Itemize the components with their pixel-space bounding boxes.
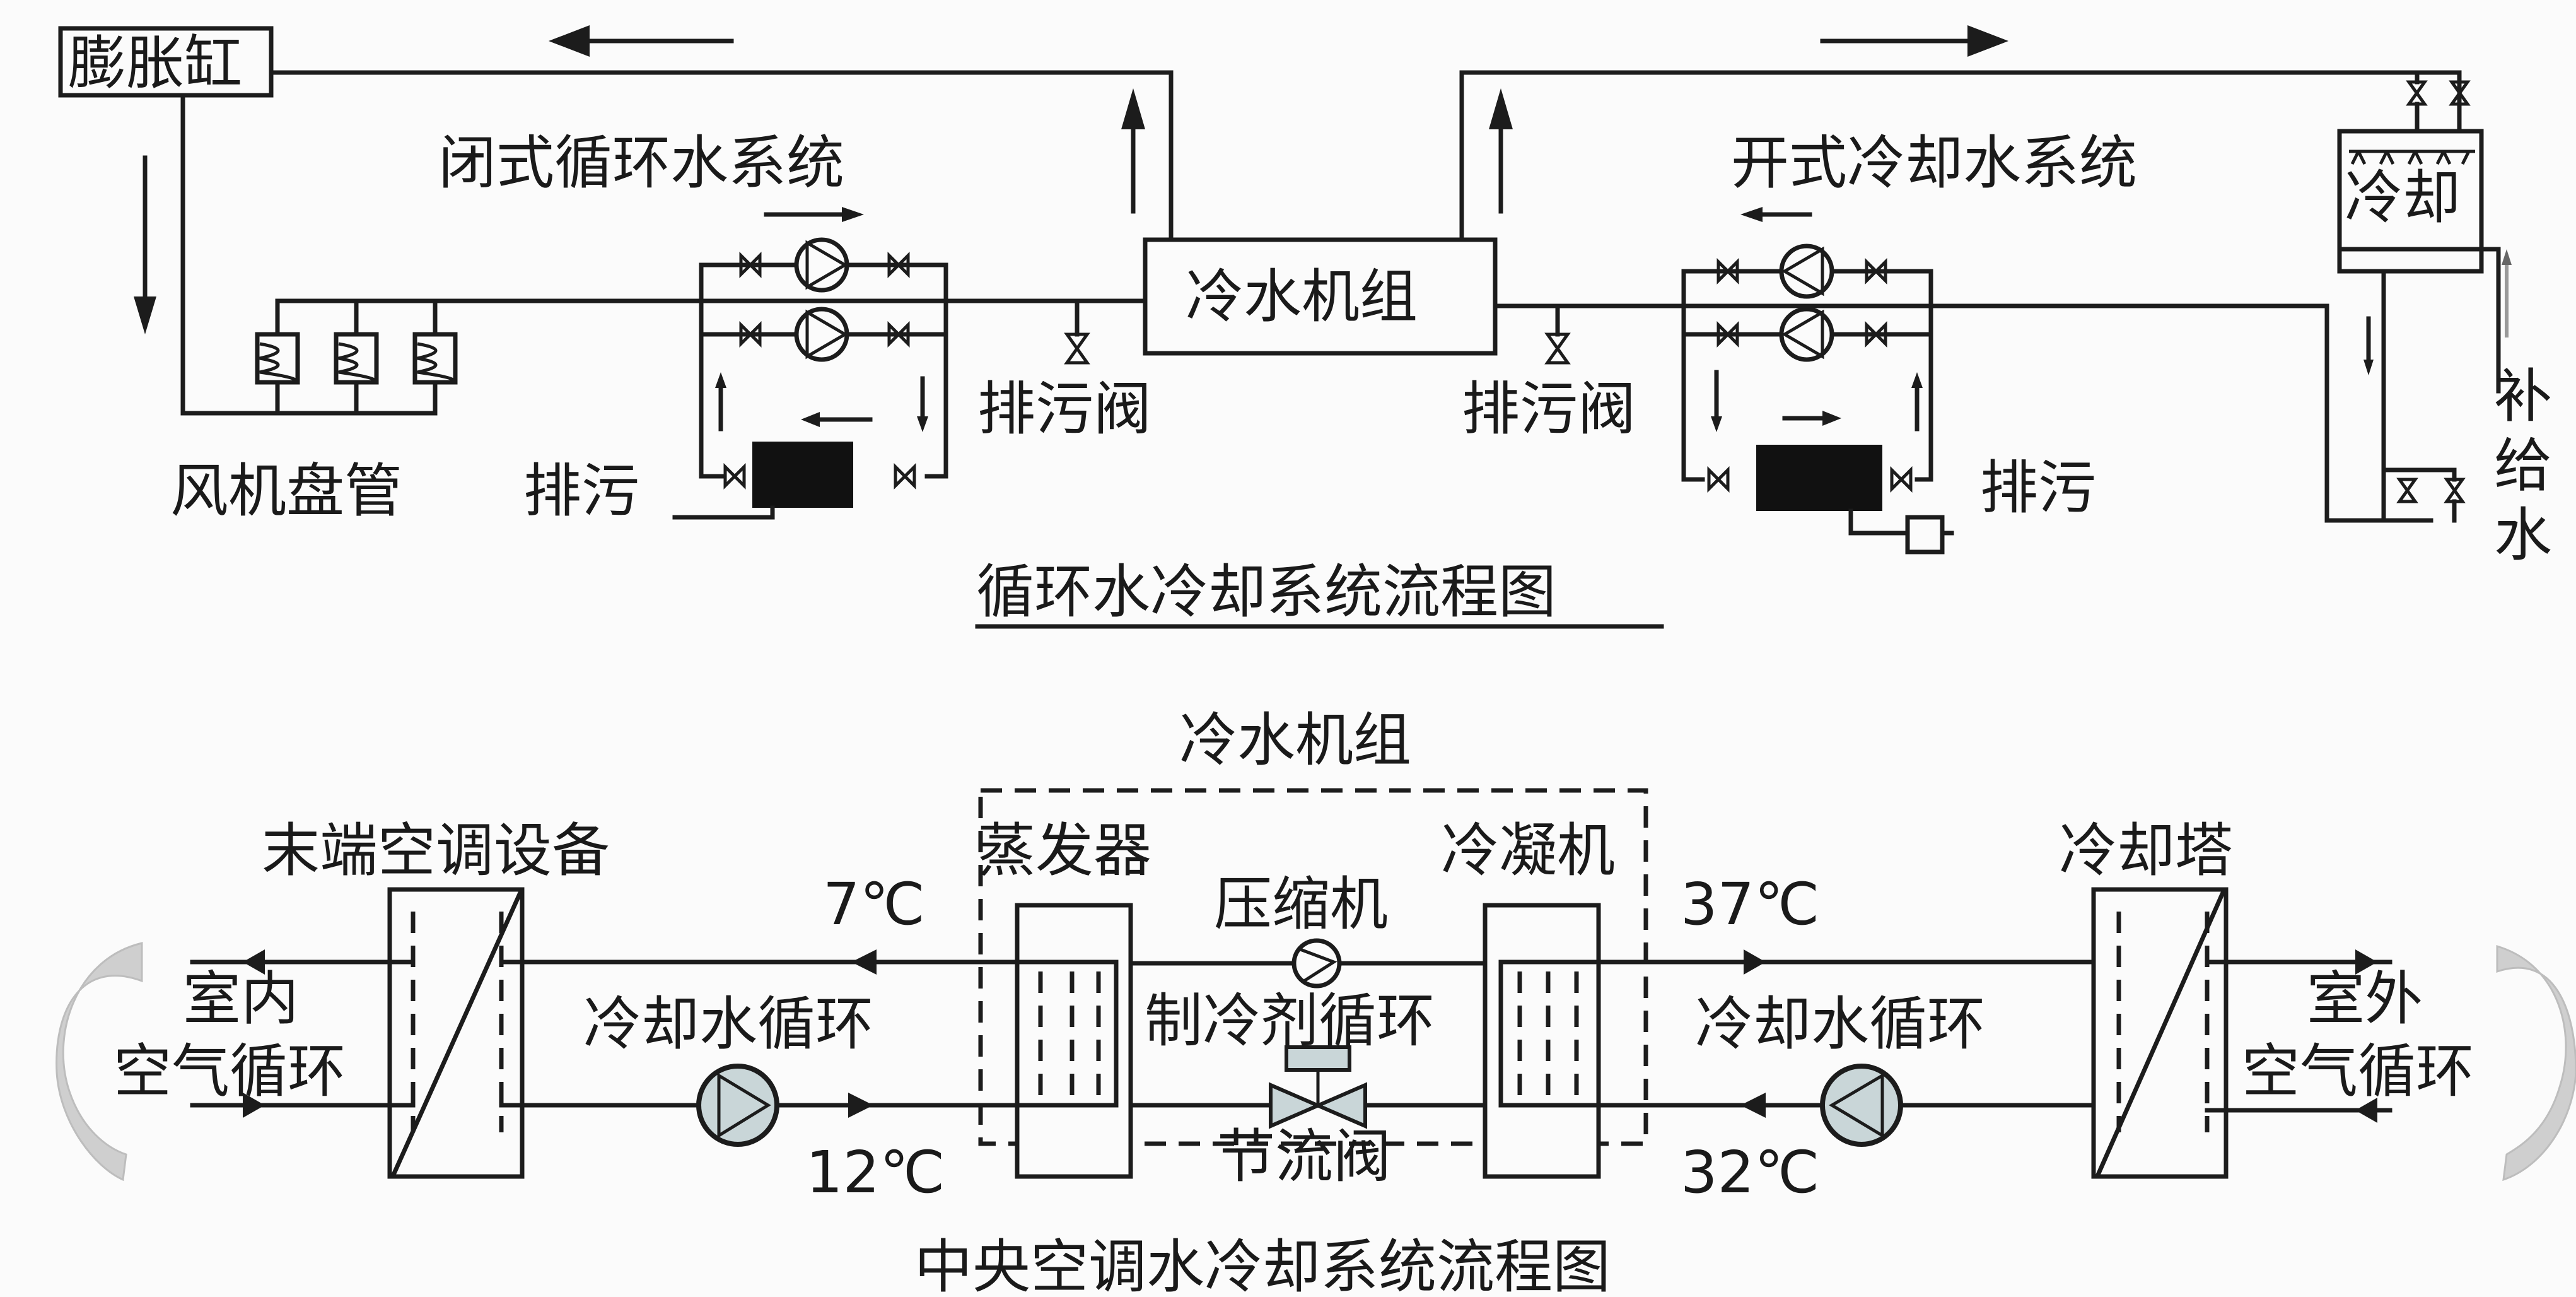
refrigerant-cycle-label: 制冷剂循环 bbox=[1145, 987, 1435, 1055]
cooling-tower-heat-exchanger bbox=[2091, 887, 2229, 1179]
fan-coil-units bbox=[255, 298, 1148, 416]
makeup-water-label-3: 水 bbox=[2494, 502, 2552, 569]
valve-icon bbox=[739, 251, 762, 279]
flow-arrow-down-icon bbox=[134, 155, 156, 334]
evaporator-label: 蒸发器 bbox=[977, 817, 1151, 884]
drain-label-left: 排污 bbox=[523, 457, 639, 525]
valve-icon bbox=[1890, 466, 1913, 493]
condenser-box bbox=[1483, 903, 1601, 1179]
valve-icon bbox=[887, 320, 910, 348]
compressor-icon bbox=[1291, 938, 1342, 989]
terminal-equipment-label: 末端空调设备 bbox=[262, 817, 610, 884]
closed-system-label: 闭式循环水系统 bbox=[438, 129, 844, 197]
indoor-air-curve-icon bbox=[55, 942, 143, 1182]
fan-coil-label: 风机盘管 bbox=[170, 457, 402, 525]
outdoor-air-label-2: 空气循环 bbox=[2242, 1038, 2474, 1105]
valve-icon bbox=[887, 251, 910, 279]
arrow-right-icon bbox=[2355, 949, 2377, 975]
valve-icon bbox=[2444, 478, 2466, 503]
terminal-heat-exchanger bbox=[387, 887, 525, 1179]
temp-return-chilled: 12℃ bbox=[806, 1139, 945, 1206]
open-system-label: 开式冷却水系统 bbox=[1731, 129, 2137, 197]
condenser-label: 冷凝机 bbox=[1441, 817, 1615, 884]
chiller-group-boundary bbox=[978, 788, 1648, 1146]
arrow-right-icon bbox=[848, 1093, 873, 1118]
arrow-left-icon bbox=[2355, 1098, 2377, 1123]
drain-valve-right-icon bbox=[1544, 303, 1571, 365]
valve-icon bbox=[894, 462, 916, 490]
cooling-tower-small-label: 冷却 bbox=[2345, 164, 2461, 232]
valve-icon bbox=[739, 320, 762, 348]
arrow-left-icon bbox=[243, 949, 265, 975]
chiller-group-label: 冷水机组 bbox=[1179, 707, 1411, 774]
cooling-tower-small: 冷却 bbox=[2337, 70, 2512, 523]
indoor-air-label-1: 室内 bbox=[183, 965, 299, 1033]
temp-in-condenser: 32℃ bbox=[1681, 1139, 1819, 1206]
chilled-water-pump-icon bbox=[696, 1064, 779, 1147]
fan-coil-icon bbox=[334, 332, 379, 385]
drain-valve-right-label: 排污阀 bbox=[1462, 375, 1636, 443]
throttle-valve-icon bbox=[1269, 1045, 1367, 1129]
filter-icon bbox=[1756, 445, 1882, 511]
left-pump-group bbox=[672, 207, 948, 520]
filter-icon bbox=[752, 442, 853, 508]
left-water-cycle-label: 冷却水循环 bbox=[583, 990, 873, 1058]
flow-arrow-right-icon bbox=[1820, 25, 2008, 57]
valve-icon bbox=[2406, 80, 2428, 106]
outdoor-air-label-1: 室外 bbox=[2307, 965, 2423, 1033]
expansion-tank-label: 膨胀缸 bbox=[68, 30, 242, 97]
pump-icon bbox=[794, 307, 849, 362]
top-diagram-title: 循环水冷却系统流程图 bbox=[976, 558, 1556, 626]
chiller-box bbox=[1143, 237, 1498, 356]
valve-icon bbox=[1865, 320, 1887, 348]
closed-loop-return-pipe bbox=[269, 70, 1174, 242]
makeup-water-label-1: 补 bbox=[2494, 363, 2552, 430]
fan-coil-icon bbox=[255, 332, 300, 385]
valve-icon bbox=[1716, 320, 1739, 348]
flow-arrow-up-icon bbox=[1489, 88, 1513, 214]
bottom-diagram: 冷水机组 末端空调设备 室内 空气循环 7℃ 12℃ 冷却水循环 蒸发器 bbox=[55, 707, 2576, 1297]
valve-icon bbox=[1716, 257, 1739, 285]
valve-icon bbox=[1865, 257, 1887, 285]
throttle-valve-label: 节流阀 bbox=[1217, 1123, 1391, 1190]
right-pump-group bbox=[1681, 207, 1954, 555]
outdoor-air-curve-icon bbox=[2496, 944, 2576, 1182]
temp-out-condenser: 37℃ bbox=[1681, 871, 1819, 938]
fan-coil-icon bbox=[412, 332, 458, 385]
drain-trap-icon bbox=[1905, 515, 1945, 555]
drain-label-right: 排污 bbox=[1980, 454, 2096, 522]
flow-arrow-left-icon bbox=[549, 25, 734, 57]
drain-valve-left-icon bbox=[1064, 298, 1090, 365]
makeup-water-label-2: 给 bbox=[2494, 432, 2552, 500]
cooling-tower-label: 冷却塔 bbox=[2059, 817, 2233, 884]
drain-valve-left-label: 排污阀 bbox=[977, 375, 1151, 443]
arrow-left-icon bbox=[1740, 1093, 1766, 1118]
bottom-diagram-title: 中央空调水冷却系统流程图 bbox=[914, 1233, 1611, 1297]
flow-arrow-up-icon bbox=[1121, 88, 1145, 214]
valve-icon bbox=[2396, 478, 2418, 503]
valve-icon bbox=[2449, 80, 2471, 106]
evaporator-box bbox=[1015, 903, 1133, 1179]
expansion-tank-box bbox=[58, 26, 274, 98]
temp-supply-chilled: 7℃ bbox=[823, 871, 925, 938]
pump-icon bbox=[1779, 244, 1834, 299]
right-water-cycle-label: 冷却水循环 bbox=[1695, 990, 1985, 1058]
valve-icon bbox=[1707, 466, 1730, 493]
valve-icon bbox=[723, 462, 746, 490]
expansion-tank-pipe bbox=[180, 93, 438, 416]
pump-icon bbox=[1779, 307, 1834, 362]
arrow-right-icon bbox=[243, 1093, 265, 1118]
indoor-air-label-2: 空气循环 bbox=[114, 1038, 346, 1105]
arrow-right-icon bbox=[1744, 949, 1766, 975]
compressor-label: 压缩机 bbox=[1214, 871, 1388, 938]
chiller-label: 冷水机组 bbox=[1186, 263, 1418, 331]
arrow-left-icon bbox=[851, 949, 877, 975]
top-diagram: 膨胀缸 bbox=[58, 25, 2552, 629]
pump-icon bbox=[794, 237, 849, 293]
cooling-water-pump-icon bbox=[1820, 1064, 1903, 1147]
